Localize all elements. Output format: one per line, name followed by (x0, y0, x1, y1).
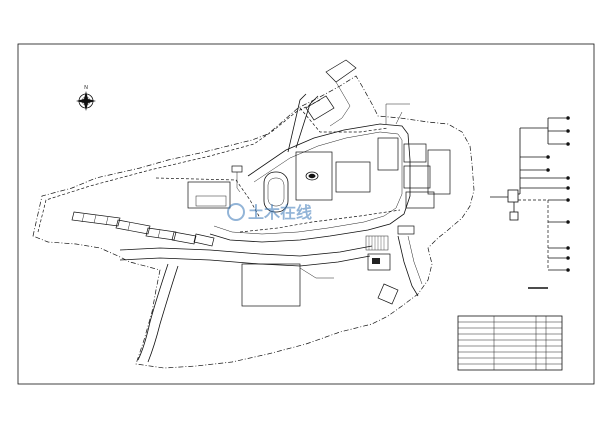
north-label: N (84, 85, 88, 91)
south-parking-lot (241, 263, 301, 307)
southeast-road (397, 235, 419, 297)
building-east-1 (377, 137, 399, 171)
south-leader (299, 267, 334, 279)
watermark: 土木在线 (227, 203, 312, 222)
utility-line-2 (239, 209, 401, 233)
west-leader (236, 172, 241, 193)
building-east-4 (427, 149, 451, 195)
main-road (209, 123, 411, 243)
north-access-road (287, 93, 307, 153)
main-road-inner (213, 131, 403, 235)
legend-table (457, 315, 563, 371)
central-emblem-core (308, 173, 316, 179)
single-line-diagram (490, 116, 570, 289)
southwest-road (137, 263, 169, 361)
building-central (295, 151, 333, 201)
north-arrow-icon: N (76, 85, 96, 111)
central-emblem (305, 171, 319, 181)
building-north (325, 59, 357, 83)
building-north-2 (305, 95, 335, 121)
north-access-road-edge (295, 95, 319, 149)
gate-box (231, 165, 243, 173)
oval-track-inner (267, 177, 285, 207)
building-east-5 (405, 191, 435, 209)
site-boundary (32, 75, 475, 369)
building-east-3 (403, 165, 431, 189)
building-east-2 (403, 143, 427, 163)
building-southeast (367, 253, 391, 271)
watermark-text: 土木在线 (248, 203, 312, 222)
building-southeast-2 (377, 283, 399, 305)
utility-line-1 (155, 177, 261, 219)
southwest-road-edge (147, 265, 179, 363)
east-leader-1 (385, 103, 410, 124)
north-road-side (329, 81, 351, 127)
watermark-logo-icon (227, 203, 245, 221)
southeast-road-edge (407, 235, 423, 285)
dormitory-row (71, 211, 215, 247)
stairs (365, 235, 389, 251)
gate-east (397, 225, 415, 235)
building-central-annex (335, 161, 371, 193)
south-road-edge (119, 255, 371, 267)
south-road (119, 245, 373, 257)
building-west-wing-detail (195, 195, 227, 207)
oval-track (263, 171, 289, 213)
building-west-wing (187, 181, 231, 209)
drawing-frame (17, 43, 595, 385)
fence-line (37, 99, 321, 233)
east-leader-2 (395, 111, 403, 125)
building-southeast-core (372, 258, 380, 264)
utility-line-3 (299, 107, 389, 133)
